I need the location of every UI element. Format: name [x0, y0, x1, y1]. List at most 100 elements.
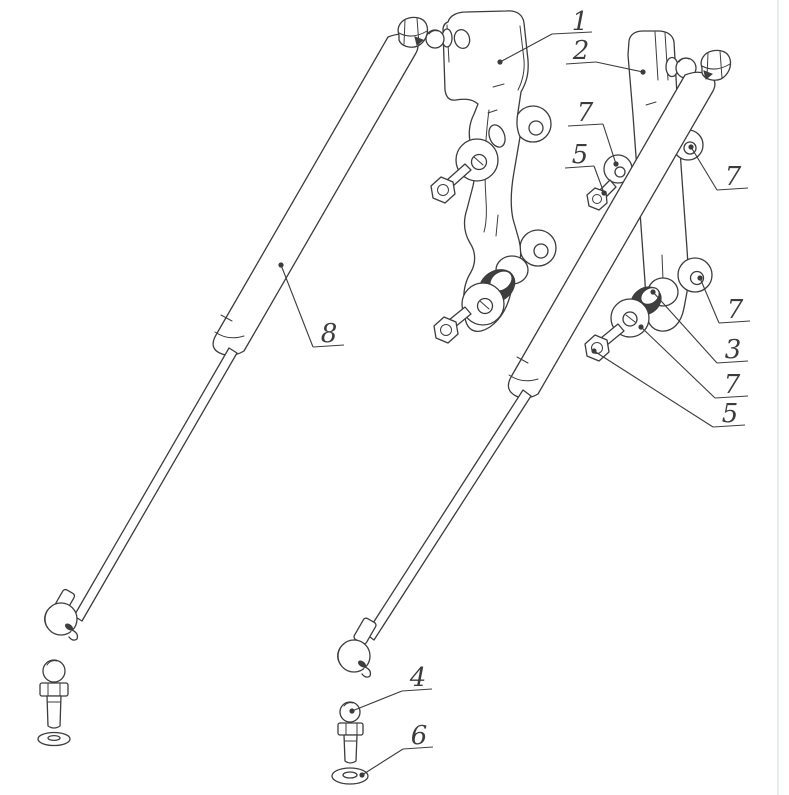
leader-dot	[349, 708, 355, 714]
leader-line	[652, 291, 718, 364]
bushing-assembly-left	[433, 255, 529, 344]
label-underline	[401, 688, 433, 692]
part-number-label: 1	[572, 7, 589, 37]
end-nut-band	[701, 63, 731, 70]
leader-dot	[359, 772, 365, 778]
part-number-label: 7	[727, 295, 744, 325]
washer-hole	[47, 734, 61, 742]
end-nut-facet	[403, 19, 406, 45]
cylinder-tube	[212, 33, 419, 357]
leader-dot	[613, 161, 619, 167]
callout-5a: 5	[564, 140, 607, 196]
tab-washer-hole	[689, 270, 705, 286]
leader-dot	[601, 190, 607, 196]
shaft-tip	[473, 156, 484, 166]
part-number-label: 8	[321, 319, 338, 349]
leader-line	[361, 748, 404, 776]
label-underline	[716, 360, 749, 364]
callout-5b: 5	[591, 348, 746, 429]
washer-hole	[342, 771, 358, 779]
label-underline	[567, 123, 604, 127]
shaft-tip	[625, 314, 636, 323]
label-underline	[716, 187, 749, 191]
end-cap-tick	[516, 356, 529, 364]
end-cap-seam	[508, 374, 539, 382]
callout-1: 1	[497, 7, 593, 65]
washer-hole	[622, 311, 638, 327]
hex-bolt-head	[430, 176, 456, 204]
bend-dash	[487, 109, 498, 114]
leader-dot	[278, 262, 284, 268]
bend-dash	[645, 101, 657, 106]
stud-hex	[337, 722, 364, 736]
stud-hex	[39, 682, 69, 697]
gas-spring-right	[337, 49, 732, 678]
leader-dot	[640, 69, 646, 75]
bolt-head-chamfer	[592, 194, 602, 204]
label-underline	[714, 395, 749, 399]
part-number-label: 7	[577, 98, 594, 128]
callout-7d: 7	[638, 324, 749, 400]
plate-bend-line	[483, 109, 490, 233]
part-number-label: 4	[409, 663, 427, 693]
bend-dash	[492, 83, 505, 88]
leader-line	[595, 61, 644, 73]
part-number-label: 3	[725, 335, 742, 365]
leader-dot	[591, 348, 597, 354]
stud-ball	[42, 659, 66, 683]
piston-rod	[73, 347, 238, 622]
tab-washer-hole	[533, 243, 549, 259]
callout-3: 3	[650, 289, 749, 365]
callout-6: 6	[359, 721, 434, 778]
part-number-label: 6	[411, 721, 428, 751]
bolt-washer-upper-left	[430, 138, 499, 204]
callout-4: 4	[349, 663, 433, 714]
end-nut-slot	[414, 36, 424, 46]
leader-line	[640, 326, 716, 399]
leader-line	[602, 123, 617, 165]
leader-dot	[697, 275, 703, 281]
leader-dot	[638, 324, 644, 330]
ball-stud-joint-left	[425, 28, 453, 49]
washer-hole	[614, 166, 626, 178]
label-underline	[718, 320, 751, 324]
end-nut-band	[398, 30, 428, 37]
label-underline	[551, 31, 593, 35]
leader-dot	[497, 59, 503, 65]
ball-highlight	[343, 702, 354, 707]
label-underline	[402, 746, 434, 750]
end-cap-tick	[220, 314, 233, 322]
bolt-head-chamfer	[437, 184, 449, 196]
leader-line	[593, 165, 605, 194]
ball-stud-bottom-left	[39, 659, 69, 729]
leader-dot	[650, 289, 656, 295]
bolt-head-chamfer	[440, 324, 452, 336]
end-nut-slot	[703, 70, 713, 80]
part-number-label: 5	[722, 399, 739, 429]
ball-highlight	[678, 57, 690, 63]
label-underline	[712, 424, 746, 428]
washer-bottom-left	[37, 731, 71, 747]
hex-bolt-head	[433, 316, 459, 344]
ball-highlight	[46, 660, 58, 666]
leader-line	[690, 146, 718, 191]
part-number-label: 2	[572, 36, 590, 66]
socket-crescent	[337, 643, 345, 666]
gas-spring-left	[44, 16, 429, 641]
plate-thickness-line	[517, 25, 525, 91]
part-number-label: 5	[572, 140, 589, 170]
stud-ball	[425, 29, 445, 49]
callout-8: 8	[278, 262, 345, 349]
label-underline	[312, 344, 345, 348]
bracket-hole	[453, 28, 471, 50]
callout-7c: 7	[697, 275, 751, 325]
socket-crescent	[44, 606, 52, 629]
washer-6	[331, 767, 369, 785]
label-underline	[565, 61, 597, 65]
socket-clip-tab	[361, 666, 372, 678]
bracket-slot-hole	[488, 124, 506, 148]
leader-line	[699, 277, 720, 324]
